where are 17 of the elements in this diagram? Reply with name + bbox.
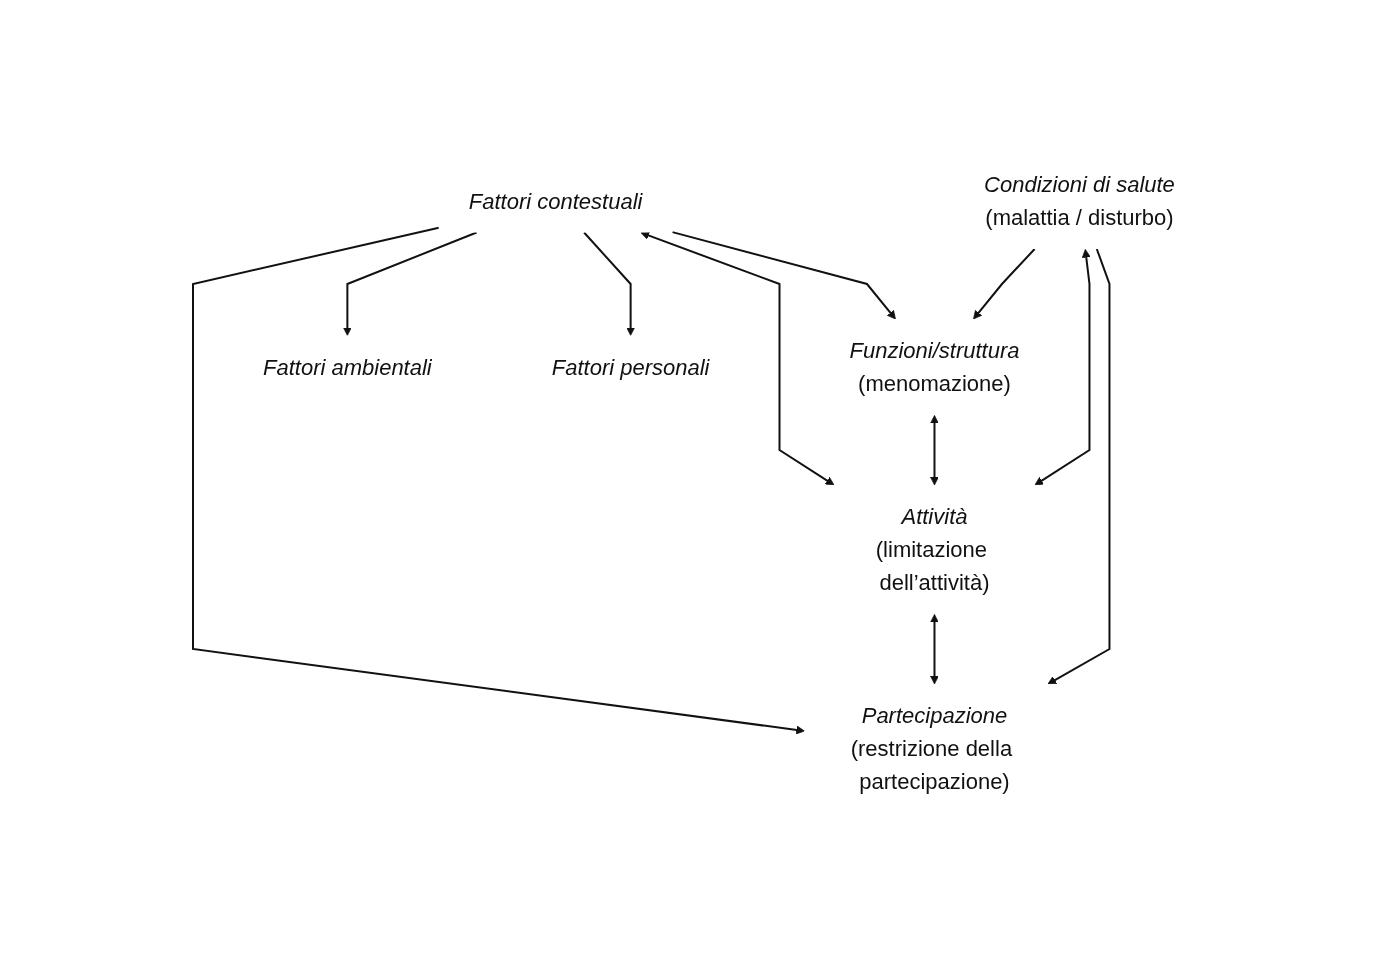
arrow xyxy=(1034,249,1091,486)
arrow xyxy=(973,248,1036,320)
node-text: Fattori personali xyxy=(551,354,710,380)
node-text: Funzioni/struttura (menomazione) xyxy=(849,338,1020,396)
arrow xyxy=(671,231,896,320)
arrow xyxy=(343,231,478,336)
arrow xyxy=(192,226,805,735)
node-text: Fattori contestuali xyxy=(468,188,643,214)
node-text: Fattori ambientali xyxy=(263,354,432,380)
arrow xyxy=(930,614,939,685)
arrow xyxy=(930,415,939,486)
node-text: Partecipazione (restrizione della partecipazione) xyxy=(850,703,1013,794)
node-text: Attività (limitazione dell’attività) xyxy=(875,504,990,595)
node-text: Condizioni di salute (malattia / disturbo) xyxy=(984,172,1175,230)
arrow xyxy=(640,231,835,486)
arrow xyxy=(1047,248,1111,685)
arrow xyxy=(583,231,636,336)
